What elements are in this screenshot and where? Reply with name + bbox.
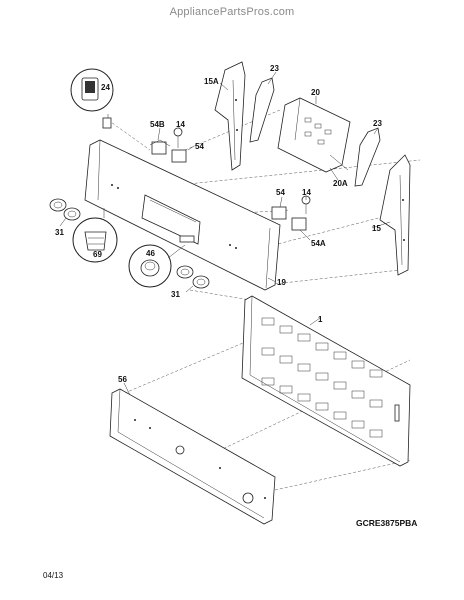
knobs-left xyxy=(49,198,81,227)
callout-14-lower: 14 xyxy=(302,188,311,197)
rear-panel-vents xyxy=(261,317,383,438)
revision-date: 04/13 xyxy=(43,571,64,580)
callout-31-bottom: 31 xyxy=(171,290,180,299)
knobs-bottom xyxy=(176,265,210,293)
callout-46: 46 xyxy=(146,249,155,258)
callout-54-upper: 54 xyxy=(195,142,204,151)
diagram-code: GCRE3875PBA xyxy=(356,518,418,528)
switches-lower xyxy=(271,195,311,231)
callout-19: 19 xyxy=(277,278,286,287)
callout-31-left: 31 xyxy=(55,228,64,237)
callout-23-right: 23 xyxy=(373,119,382,128)
bracket-23-upper xyxy=(249,77,275,143)
watermark-text: AppliancePartsPros.com xyxy=(169,6,295,18)
lower-bracket-part xyxy=(109,388,276,525)
callout-14-upper: 14 xyxy=(176,120,185,129)
leader-lines xyxy=(123,71,391,396)
callout-15: 15 xyxy=(372,224,381,233)
callout-54A: 54A xyxy=(311,239,326,248)
callout-1: 1 xyxy=(318,315,323,324)
callout-15A: 15A xyxy=(204,77,219,86)
callout-56: 56 xyxy=(118,375,127,384)
callout-54B: 54B xyxy=(150,120,165,129)
rocker-switch-part xyxy=(70,68,114,129)
rear-panel-part xyxy=(241,295,411,467)
callout-24: 24 xyxy=(101,83,110,92)
callout-20: 20 xyxy=(311,88,320,97)
callout-labels: 24 15A 23 20 23 54B 14 54 20A 15 54 14 5… xyxy=(55,64,382,384)
control-board-part xyxy=(277,97,351,173)
clock-knob-part xyxy=(128,244,186,288)
control-panel-part xyxy=(84,139,281,291)
side-bracket-15A xyxy=(214,61,246,171)
lamp-part xyxy=(72,208,118,263)
callout-54-lower: 54 xyxy=(276,188,285,197)
callout-69: 69 xyxy=(93,250,102,259)
callout-20A: 20A xyxy=(333,179,348,188)
bracket-23-right xyxy=(354,127,381,187)
callout-23-upper: 23 xyxy=(270,64,279,73)
switches-upper xyxy=(149,127,187,163)
side-bracket-15 xyxy=(379,154,411,276)
